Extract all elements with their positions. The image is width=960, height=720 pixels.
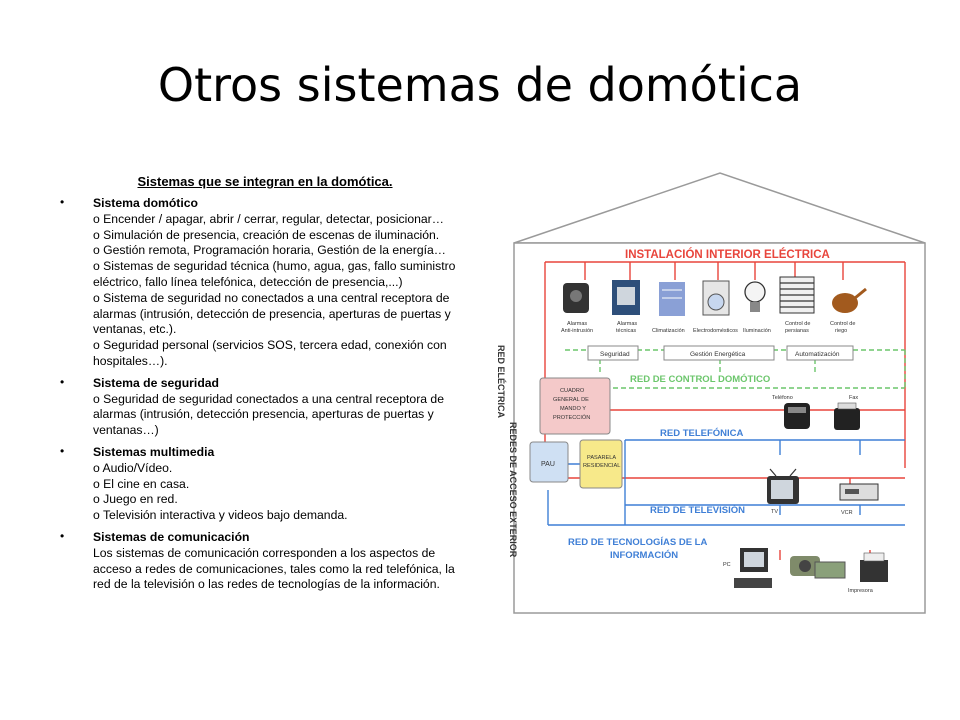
label-alarmas-tecnicas-2: técnicas: [616, 328, 636, 334]
device-labels: Alarmas Anti-intrusión Alarmas técnicas …: [561, 321, 855, 334]
house-roof: [513, 172, 926, 244]
red-electrica-vertical-label: RED ELÉCTRICA: [496, 345, 506, 419]
label-control-riego-1: Control de: [830, 321, 855, 327]
group-seguridad-label: Seguridad: [600, 351, 630, 358]
pasarela-label-1: PASARELA: [587, 455, 616, 461]
vcr-icon: [839, 483, 879, 501]
cuadro-label-4: PROTECCIÓN: [553, 414, 590, 421]
label-fax: Fax: [849, 395, 858, 401]
bullet-line: o Seguridad de seguridad conectados a un…: [93, 391, 444, 438]
label-pc: PC: [723, 562, 731, 568]
camera-icon: [790, 556, 820, 576]
bullet-line: o Audio/Vídeo.: [93, 460, 173, 475]
bullet-list: • Sistema domótico o Encender / apagar, …: [60, 195, 470, 599]
cuadro-label-1: CUADRO: [560, 388, 585, 394]
label-vcr: VCR: [841, 510, 853, 516]
label-iluminacion: Iluminación: [743, 328, 771, 334]
pasarela-box: PASARELA RESIDENCIAL: [579, 439, 623, 489]
cuadro-label-2: GENERAL DE: [553, 397, 589, 403]
bullet-line: o Televisión interactiva y videos bajo d…: [93, 508, 348, 523]
bullet-dot: •: [60, 374, 65, 389]
bullet-line: o Encender / apagar, abrir / cerrar, reg…: [93, 211, 444, 226]
bullet-line: o Gestión remota, Programación horaria, …: [93, 243, 446, 258]
bullet-sistemas-comunicacion: • Sistemas de comunicación Los sistemas …: [60, 528, 470, 593]
network-control-label: RED DE CONTROL DOMÓTICO: [630, 373, 770, 385]
lightbulb-icon: [744, 281, 766, 312]
group-gestion-label: Gestión Energética: [690, 351, 746, 358]
bullet-sistema-seguridad: • Sistema de seguridad o Seguridad de se…: [60, 374, 470, 439]
slide-subtitle: Sistemas que se integran en la domótica.: [137, 174, 393, 189]
bullet-heading: Sistemas de comunicación: [93, 529, 250, 544]
bullet-line: o Seguridad personal (servicios SOS, ter…: [93, 338, 447, 368]
label-telefono: Teléfono: [772, 395, 793, 401]
diagram-header: INSTALACIÓN INTERIOR ELÉCTRICA: [625, 248, 830, 261]
tv-icon: [767, 468, 799, 504]
slide-title: Otros sistemas de domótica: [157, 58, 803, 112]
bullet-dot: •: [60, 195, 65, 209]
alarm-technical-icon: [612, 280, 640, 315]
pau-label: PAU: [541, 461, 555, 468]
bullet-sistemas-multimedia: • Sistemas multimedia o Audio/Vídeo. o E…: [60, 443, 470, 524]
blue-network-lines: [547, 439, 905, 526]
bullet-line: o Sistemas de seguridad técnica (humo, a…: [93, 259, 456, 289]
bullet-sistema-domotico: • Sistema domótico o Encender / apagar, …: [60, 195, 470, 370]
label-climatizacion: Climatización: [652, 328, 685, 334]
alarm-intrusion-icon: [563, 283, 589, 313]
label-alarmas-tecnicas-1: Alarmas: [617, 321, 637, 327]
bullet-dot: •: [60, 528, 65, 543]
printer-icon: [860, 552, 888, 582]
label-control-persianas-2: persianas: [785, 328, 809, 334]
label-alarmas-intrusion-2: Anti-intrusión: [561, 328, 593, 334]
network-telefonica-label: RED TELEFÓNICA: [660, 427, 744, 439]
blinds-icon: [779, 276, 815, 314]
domotics-house-diagram: INSTALACIÓN INTERIOR ELÉCTRICA: [496, 172, 926, 614]
fax-icon: [834, 402, 860, 430]
label-impresora: Impresora: [848, 588, 874, 594]
watering-can-icon: [832, 287, 867, 313]
group-gestion: Gestión Energética: [663, 345, 775, 361]
washing-machine-icon: [702, 280, 730, 316]
network-ti-label-1: RED DE TECNOLOGÍAS DE LA: [568, 537, 707, 548]
cuadro-label-3: MANDO Y: [560, 406, 586, 412]
bullet-line: o El cine en casa.: [93, 476, 190, 491]
network-television-label: RED DE TELEVISIÓN: [650, 504, 745, 516]
label-electrodomesticos: Electrodomésticos: [693, 328, 738, 334]
group-automatizacion-label: Automatización: [795, 351, 840, 358]
bullet-line: o Simulación de presencia, creación de e…: [93, 227, 440, 242]
telephone-icon: [784, 403, 810, 429]
label-alarmas-intrusion-1: Alarmas: [567, 321, 587, 327]
redes-acceso-vertical-label: REDES DE ACCESO EXTERIOR: [508, 422, 518, 558]
bullet-line: o Sistema de seguridad no conectados a u…: [93, 290, 451, 337]
label-tv: TV: [771, 509, 778, 515]
bullet-heading: Sistema domótico: [93, 196, 198, 210]
pasarela-label-2: RESIDENCIAL: [583, 463, 620, 469]
bullet-line: o Juego en red.: [93, 492, 178, 507]
bullet-line: Los sistemas de comunicación corresponde…: [93, 545, 455, 592]
label-control-riego-2: riego: [835, 328, 847, 334]
label-control-persianas-1: Control de: [785, 321, 810, 327]
bullet-dot: •: [60, 443, 65, 458]
cuadro-general-box: CUADRO GENERAL DE MANDO Y PROTECCIÓN: [539, 377, 611, 435]
climatization-icon: [659, 282, 685, 316]
group-seguridad: Seguridad: [587, 345, 639, 361]
bullet-heading: Sistema de seguridad: [93, 375, 219, 390]
scanner-icon: [814, 561, 846, 579]
bullet-heading: Sistemas multimedia: [93, 444, 215, 459]
group-automatizacion: Automatización: [786, 345, 854, 361]
pc-icon: [734, 548, 772, 588]
network-ti-label-2: INFORMACIÓN: [610, 549, 678, 561]
pau-box: PAU: [529, 441, 569, 483]
